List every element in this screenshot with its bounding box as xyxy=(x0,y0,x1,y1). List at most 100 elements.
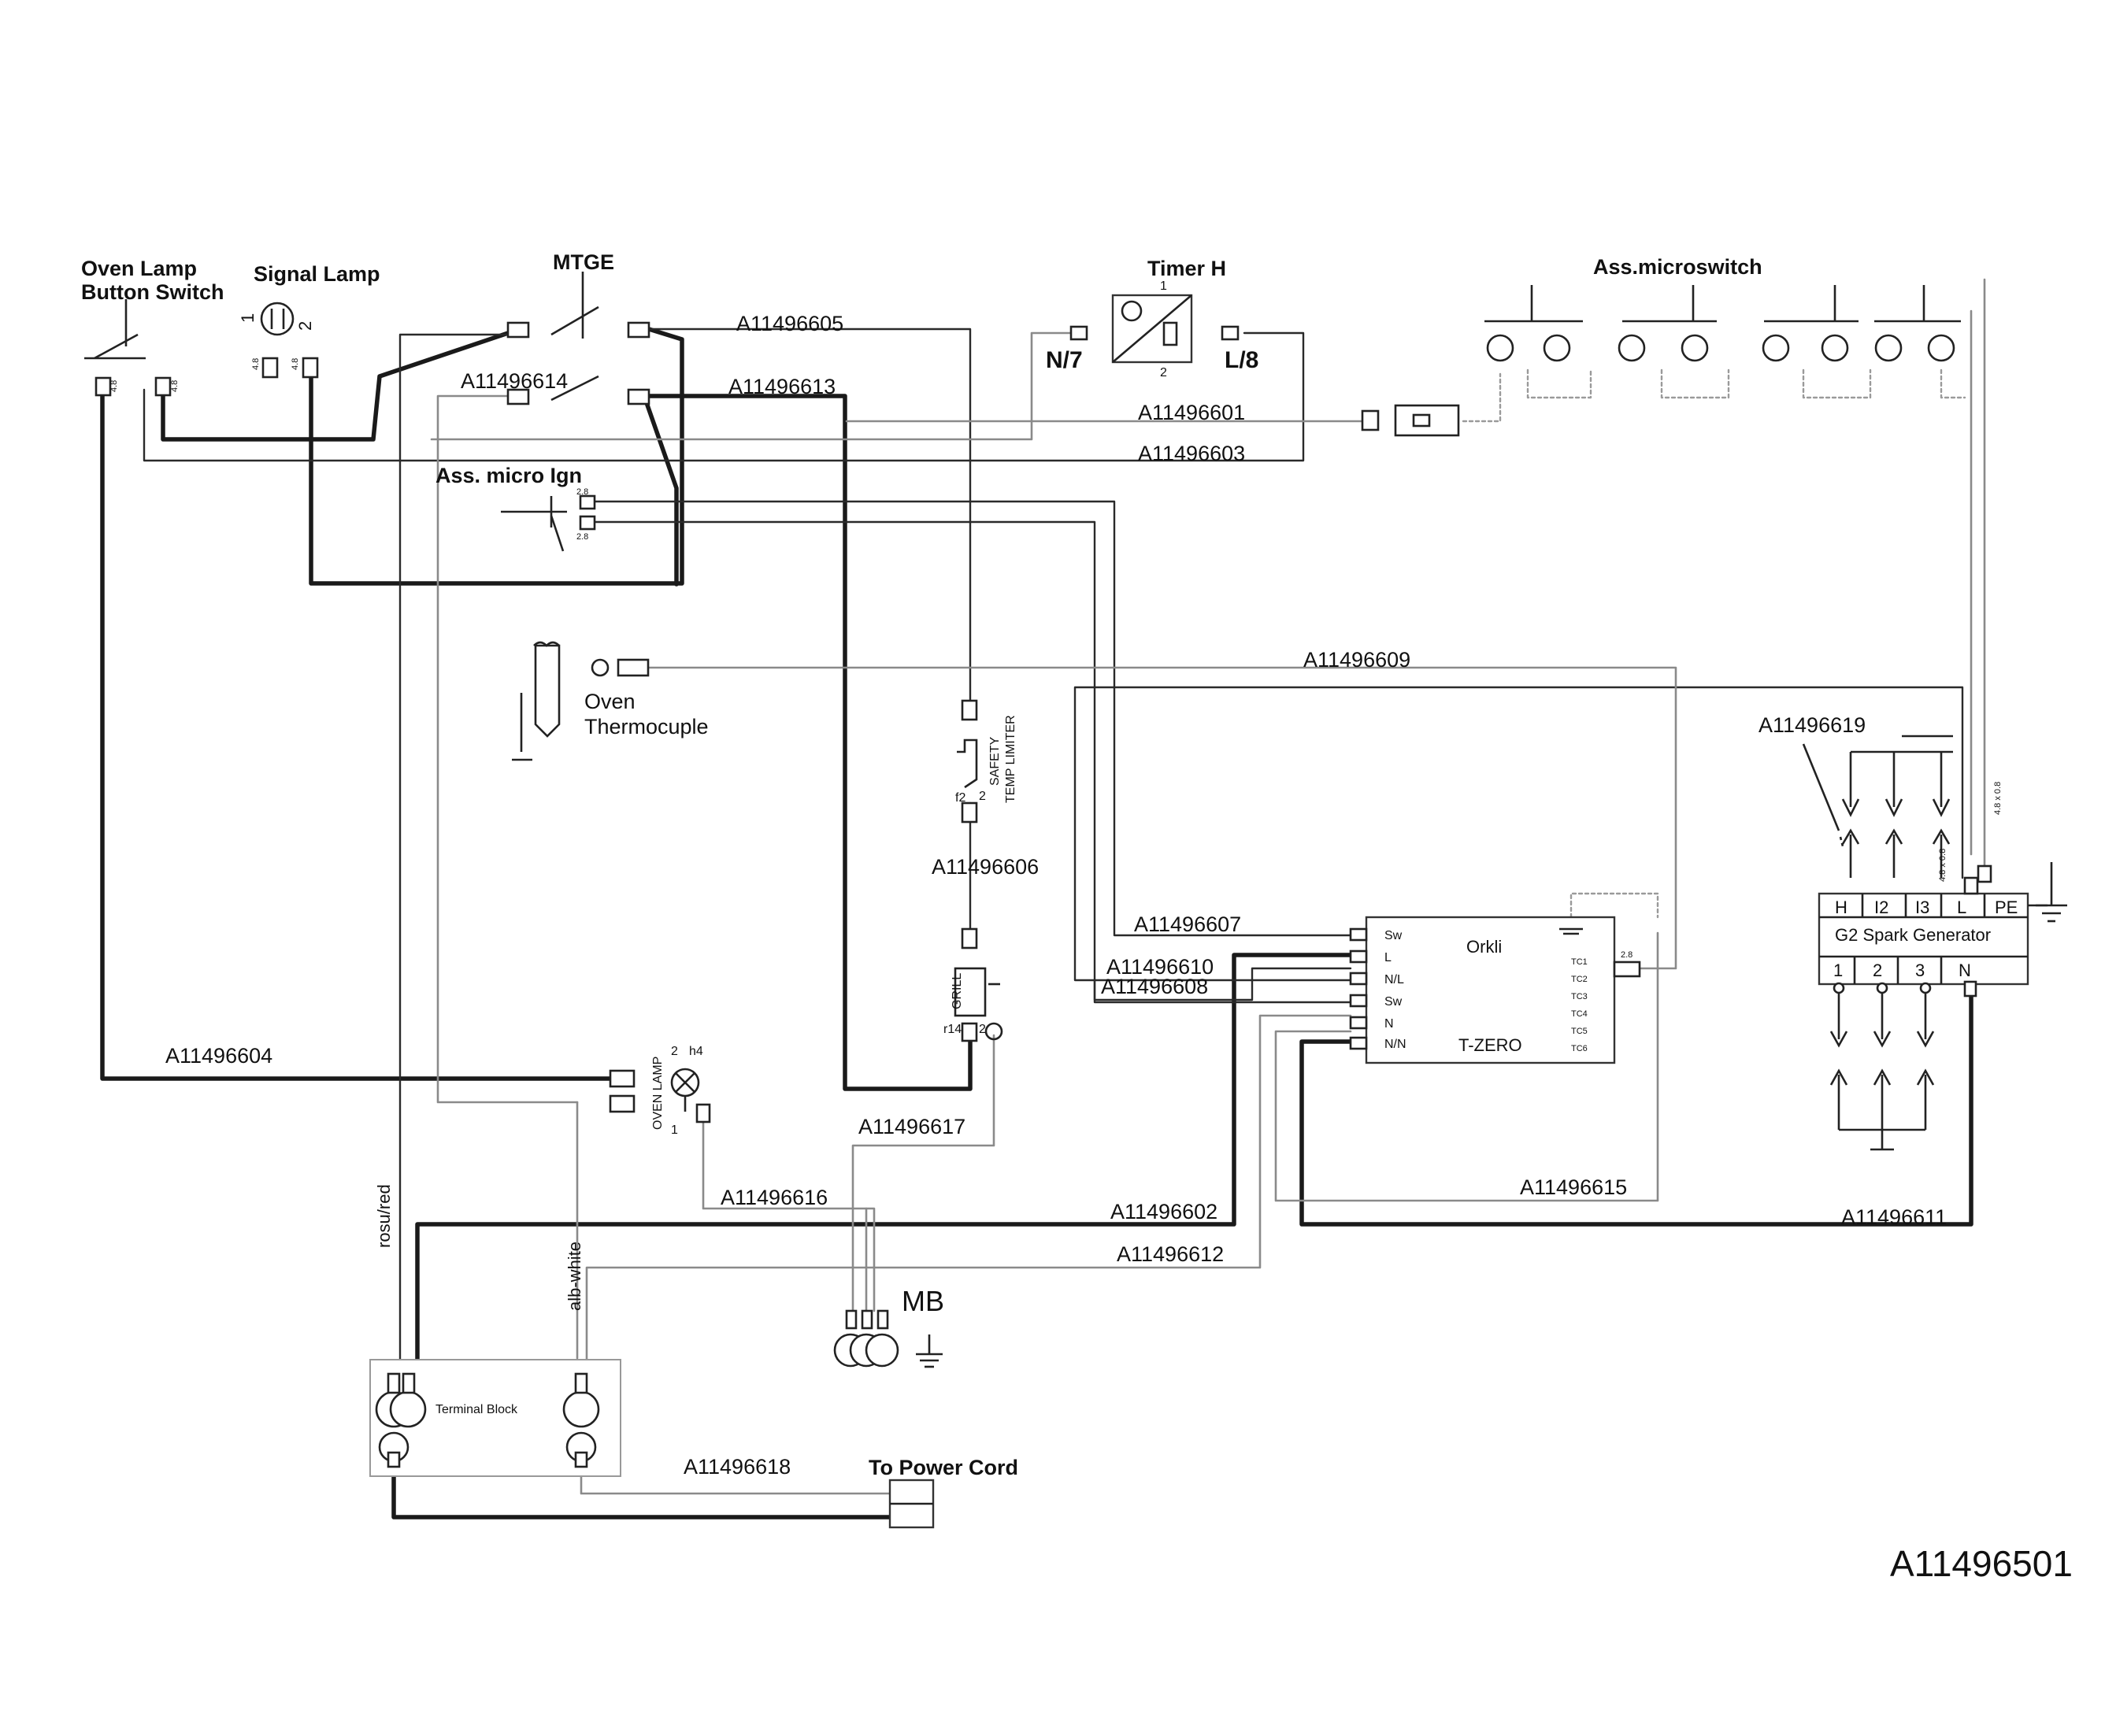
wire-label: A11496602 xyxy=(1110,1200,1217,1223)
label-mb: MB xyxy=(902,1285,944,1317)
wire-610 xyxy=(1073,686,1964,982)
wire-618-power xyxy=(391,1460,892,1519)
wire-label: A11496616 xyxy=(721,1186,828,1209)
label-grill: GRILL xyxy=(951,973,964,1009)
wire-label: A11496619 xyxy=(1758,713,1866,737)
label-g2-spark-generator: G2 Spark Generator xyxy=(1835,925,1991,945)
wire-label: A11496606 xyxy=(932,855,1039,879)
wire-612 xyxy=(585,1014,1352,1364)
wire-604-oven-lamp xyxy=(100,383,621,1081)
pin-label: 2 xyxy=(295,321,315,331)
g2-spark-generator: 4.8 x 0.8 4.8 x 0.8 xyxy=(1802,735,2067,1151)
wire-label: A11496617 xyxy=(858,1115,965,1138)
label-mtge: MTGE xyxy=(553,250,614,274)
pin-label: 1 xyxy=(671,1123,678,1137)
label-timer-h: Timer H xyxy=(1147,257,1226,280)
wire-605 xyxy=(647,328,972,702)
terminal-block xyxy=(369,1359,621,1477)
spark-pin-labels: H I2 I3 L PE 1 2 3 N xyxy=(1833,898,2018,980)
wire-lamp-to-603 xyxy=(143,331,1305,462)
pin-label: TC2 xyxy=(1571,975,1588,984)
conn-size: 4.8 xyxy=(251,358,261,370)
pin-label: 2 xyxy=(671,1045,678,1058)
label-safety: SAFETY xyxy=(988,736,1002,786)
label-button-switch: Button Switch xyxy=(81,280,224,304)
pin-label: f2 xyxy=(955,791,965,805)
wire-616 xyxy=(702,1109,876,1312)
orkli-t-zero-module: 2.8 xyxy=(1349,916,1641,1064)
drawing-number: A11496501 xyxy=(1890,1543,2073,1584)
wire-label: A11496604 xyxy=(165,1044,272,1068)
orkli-pin-labels: Sw L N/L Sw N N/N TC1 TC2 TC3 TC4 TC5 TC… xyxy=(1384,929,1588,1053)
wire-orkli-ground xyxy=(1569,892,1659,919)
pin-label: Sw xyxy=(1384,995,1403,1009)
wire-601 xyxy=(430,331,1074,441)
wire-red-terminal xyxy=(398,333,521,1364)
wire-608 xyxy=(1093,967,1352,1001)
pin-label: 1 xyxy=(1160,279,1167,293)
pin-label: H xyxy=(1835,898,1847,917)
wire-signal-lamp-loop xyxy=(309,327,684,586)
conn-size: 2.8 xyxy=(576,487,588,497)
label-alb-white: alb-white xyxy=(565,1242,584,1311)
pin-label: TC5 xyxy=(1571,1027,1588,1036)
pin-label: N/L xyxy=(1384,973,1404,986)
conn-size: 4.8 xyxy=(170,380,180,392)
timer-h: 1 2 xyxy=(1069,279,1240,379)
wire-617 xyxy=(851,1034,995,1312)
wire-ign-lower xyxy=(593,520,1352,1004)
oven-thermocuple xyxy=(512,641,650,761)
pin-label: h4 xyxy=(689,1045,703,1058)
label-signal-lamp: Signal Lamp xyxy=(254,262,380,286)
pin-label: I3 xyxy=(1915,898,1929,917)
pin-label: N/N xyxy=(1384,1038,1406,1051)
pin-label: TC3 xyxy=(1571,992,1588,1001)
oven-lamp: 2 h4 1 xyxy=(609,1045,711,1137)
wire-label: A11496609 xyxy=(1303,648,1410,672)
safety-temp-limiter: f2 2 xyxy=(955,699,986,824)
pin-label: TC1 xyxy=(1571,957,1588,967)
wire-label: A11496613 xyxy=(728,375,836,398)
pin-label: I2 xyxy=(1874,898,1888,917)
wire-label: A11496614 xyxy=(461,369,568,393)
grill-element: r14 2 xyxy=(943,927,1003,1042)
wire-611-spark-n xyxy=(1299,982,1973,1227)
label-n7: N/7 xyxy=(1046,347,1083,373)
label-oven-lamp: Oven Lamp xyxy=(81,257,197,280)
pin-label: 2 xyxy=(979,1023,986,1036)
wire-label: A11496611 xyxy=(1841,1205,1947,1229)
label-thermocuple: Thermocuple xyxy=(584,715,709,738)
pin-label: 2 xyxy=(1873,961,1882,980)
wire-614 xyxy=(436,394,579,1104)
wire-602-terminal xyxy=(415,953,1353,1364)
pin-label: TC4 xyxy=(1571,1009,1588,1019)
wire-label: A11496615 xyxy=(1520,1175,1627,1199)
mb-connector xyxy=(833,1309,943,1368)
signal-lamp: 1 2 4.8 4.8 xyxy=(238,302,319,379)
label-to-power-cord: To Power Cord xyxy=(869,1456,1018,1479)
wire-label: A11496603 xyxy=(1138,442,1245,465)
label-temp-limiter: TEMP LIMITER xyxy=(1004,715,1017,803)
conn-size: 4.8 xyxy=(109,380,119,392)
label-t-zero: T-ZERO xyxy=(1458,1035,1522,1055)
wire-label: A11496612 xyxy=(1117,1242,1224,1266)
oven-lamp-button-switch: 4.8 4.8 xyxy=(84,299,180,397)
label-l8: L/8 xyxy=(1225,347,1258,373)
wire-615 xyxy=(1274,931,1659,1202)
pin-label: PE xyxy=(1995,898,2018,917)
label-orkli: Orkli xyxy=(1466,937,1502,957)
pin-label: 2 xyxy=(979,790,986,803)
ass-micro-ign-switch: 2.8 2.8 xyxy=(501,487,596,552)
pin-label: N xyxy=(1959,961,1971,980)
wires xyxy=(100,278,1986,1519)
wire-button-switch-to-mtge xyxy=(161,327,522,442)
conn-size: 4.8 xyxy=(291,358,300,370)
microswitch-connector xyxy=(1361,404,1460,437)
pin-label: 1 xyxy=(238,313,258,323)
ass-microswitch xyxy=(1484,285,1961,362)
power-cord-plug xyxy=(888,1479,935,1529)
pin-label: r14 xyxy=(943,1023,962,1036)
pin-label: Sw xyxy=(1384,929,1403,942)
